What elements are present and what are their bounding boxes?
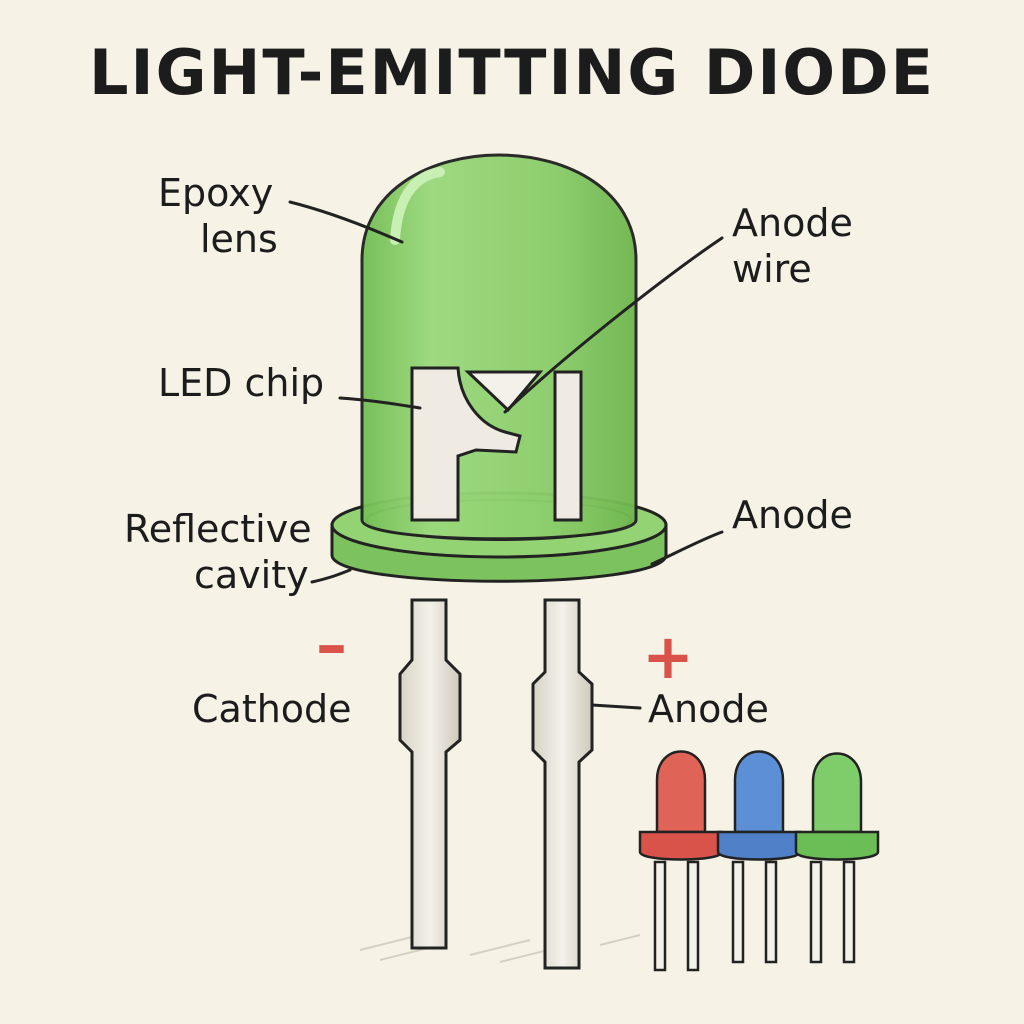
label-epoxy-lens-line2: lens xyxy=(200,217,278,261)
floor-shadow xyxy=(359,934,641,963)
label-reflective-cavity-line1: Reflective xyxy=(124,507,312,551)
plus-sign: + xyxy=(642,620,694,693)
label-reflective-cavity: Reflective cavity xyxy=(124,506,312,598)
anode-lead xyxy=(531,598,594,970)
label-anode-rim: Anode xyxy=(732,493,853,537)
page-title: LIGHT-EMITTING DIODE xyxy=(89,36,935,109)
label-reflective-cavity-line2: cavity xyxy=(194,553,309,597)
mini-led-blue xyxy=(716,750,802,964)
label-epoxy-lens: Epoxy lens xyxy=(158,170,278,262)
label-led-chip: LED chip xyxy=(158,361,325,405)
label-anode-wire: Anode wire xyxy=(732,200,853,292)
mini-led-green xyxy=(794,752,880,964)
mini-led-red xyxy=(638,750,724,972)
label-anode-wire-line2: wire xyxy=(732,247,812,291)
label-cathode: Cathode xyxy=(192,687,352,731)
label-epoxy-lens-line1: Epoxy xyxy=(158,171,274,215)
label-anode-lead: Anode xyxy=(648,687,769,731)
dome-highlight xyxy=(390,167,445,245)
leader-lines xyxy=(288,200,724,710)
minus-sign: – xyxy=(316,608,347,681)
label-anode-wire-line1: Anode xyxy=(732,201,853,245)
cathode-lead xyxy=(398,598,462,950)
internal-electrodes xyxy=(410,366,583,522)
